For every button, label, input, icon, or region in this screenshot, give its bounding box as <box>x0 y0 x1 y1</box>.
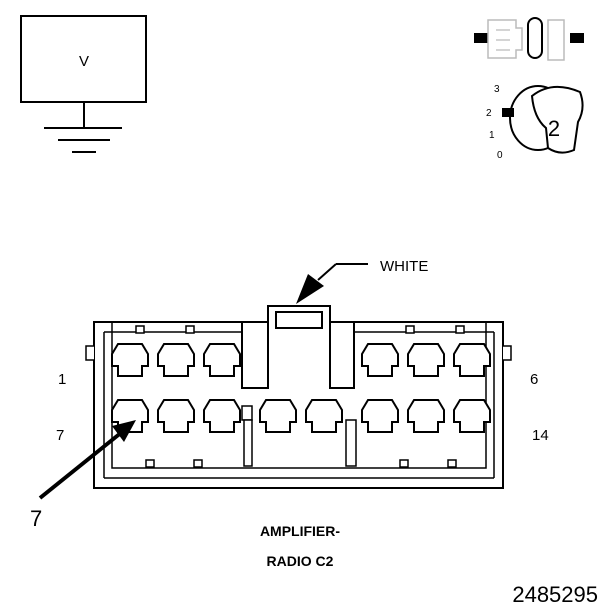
connector-name-line2: RADIO C2 <box>267 553 334 569</box>
pin-label-top-right: 6 <box>530 371 538 388</box>
ignition-selected-position: 2 <box>548 116 560 141</box>
pin-label-bottom-left: 7 <box>56 427 64 444</box>
ignition-position-1: 1 <box>489 130 495 141</box>
terminal-cavity <box>305 399 343 433</box>
terminal-cavity <box>157 343 195 377</box>
terminal-cavity <box>203 399 241 433</box>
terminal-cavity <box>203 343 241 377</box>
terminal-cavity <box>111 343 149 377</box>
ignition-position-3: 3 <box>494 84 500 95</box>
connector-body <box>85 305 512 489</box>
terminal-cavity <box>407 343 445 377</box>
probe-arrow: 7 <box>30 420 136 531</box>
disconnected-connector-icon <box>474 17 584 61</box>
pin-label-bottom-right: 14 <box>532 427 549 444</box>
voltmeter-symbol: V <box>20 15 147 153</box>
terminal-cavity <box>361 343 399 377</box>
connector-color-label: WHITE <box>380 258 428 275</box>
probe-pin-label: 7 <box>30 506 42 531</box>
terminal-cavity <box>259 399 297 433</box>
terminal-cavity <box>157 399 195 433</box>
terminal-cavities <box>111 343 491 433</box>
connector-color-callout: WHITE <box>296 258 428 304</box>
ignition-position-2: 2 <box>486 108 492 119</box>
voltmeter-label: V <box>79 53 89 70</box>
terminal-cavity <box>453 343 491 377</box>
connector-name-line1: AMPLIFIER- <box>260 523 340 539</box>
terminal-cavity <box>453 399 491 433</box>
ground-icon <box>44 127 122 153</box>
ignition-switch-icon: 3 2 1 0 2 <box>486 84 584 161</box>
ignition-position-0: 0 <box>497 150 503 161</box>
figure-number: 2485295 <box>512 582 598 607</box>
pin-label-top-left: 1 <box>58 371 66 388</box>
terminal-cavity <box>407 399 445 433</box>
terminal-cavity <box>361 399 399 433</box>
